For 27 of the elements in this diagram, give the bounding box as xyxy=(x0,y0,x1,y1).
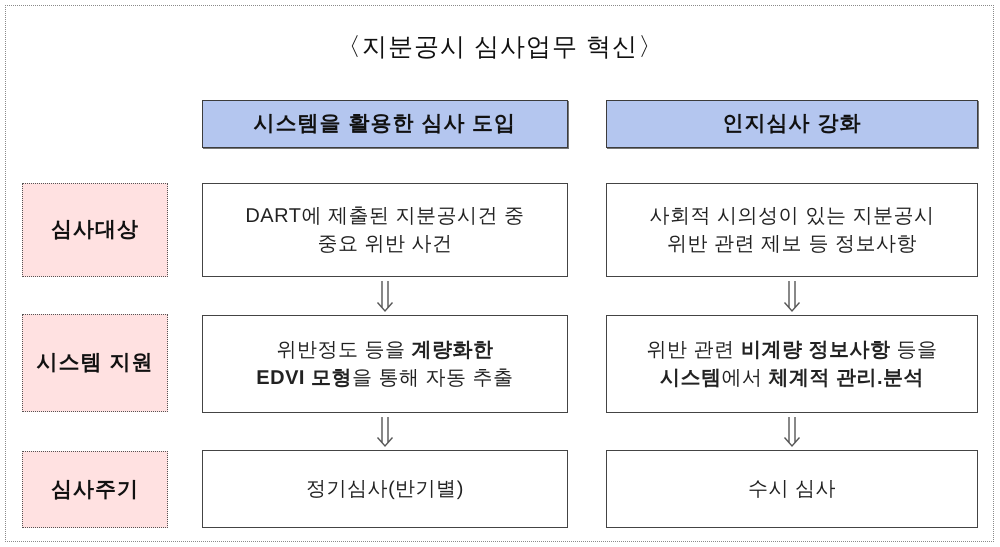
content-box xyxy=(202,183,568,277)
content-text: 정기심사(반기별) xyxy=(306,477,464,502)
double-arrow xyxy=(784,416,800,447)
row-label-box xyxy=(22,451,168,528)
content-text: DART에 제출된 지분공시건 중 중요 위반 사건 xyxy=(244,204,526,257)
double-arrow xyxy=(376,416,394,447)
column-header-box xyxy=(606,100,978,148)
row-label-box xyxy=(22,183,168,277)
content-text: 위반정도 등을 계량화한 EDVI 모형을 통해 자동 추출 xyxy=(255,338,515,391)
row-label-text: 심사주기 xyxy=(51,476,139,503)
content-text: 위반 관련 비계량 정보사항 등을 시스템에서 체계적 관리.분석 xyxy=(646,338,938,391)
row-label-box xyxy=(22,314,168,412)
content-box xyxy=(202,315,568,413)
content-text: 수시 심사 xyxy=(748,477,836,502)
content-box xyxy=(606,183,978,277)
content-box xyxy=(606,315,978,413)
double-arrow xyxy=(376,280,394,312)
content-box xyxy=(606,450,978,528)
row-label-text: 심사대상 xyxy=(51,217,139,244)
column-header-text: 인지심사 강화 xyxy=(722,111,862,138)
column-header-box xyxy=(202,100,568,148)
column-header-text: 시스템을 활용한 심사 도입 xyxy=(254,111,516,138)
content-text: 사회적 시의성이 있는 지분공시 위반 관련 제보 등 정보사항 xyxy=(648,204,936,257)
diagram-title: 〈지분공시 심사업무 혁신〉 xyxy=(336,32,664,63)
content-box xyxy=(202,450,568,528)
row-label-text: 시스템 지원 xyxy=(36,350,154,376)
double-arrow xyxy=(784,280,800,312)
